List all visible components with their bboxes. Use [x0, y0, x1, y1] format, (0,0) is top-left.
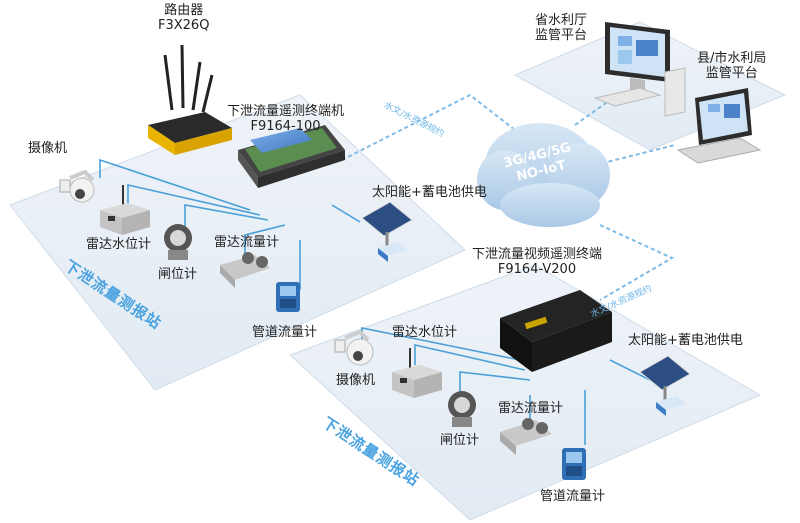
terminal1-label: 下泄流量遥测终端机 F9164-100 [227, 104, 345, 135]
station1-radar-flow-label: 雷达流量计 [214, 235, 280, 250]
gate2 [448, 391, 476, 427]
router-name: 路由器 [164, 3, 204, 18]
province-platform-line2: 监管平台 [535, 27, 588, 43]
station2-camera-label: 摄像机 [336, 373, 376, 388]
radar-flow1 [220, 252, 270, 288]
desktop-computer [593, 22, 686, 117]
station2-pipe-label: 管道流量计 [540, 489, 606, 504]
laptop [676, 88, 762, 164]
station2-radar-flow-label: 雷达流量计 [498, 401, 564, 416]
county-platform-line2: 监管平台 [705, 65, 758, 81]
link-terminal1-cloud [341, 93, 516, 161]
station2-radar-level-label: 雷达水位计 [392, 325, 458, 340]
camera2 [334, 329, 374, 366]
station1-solar-label: 太阳能+蓄电池供电 [372, 185, 487, 200]
radar-level1 [100, 185, 150, 235]
router-model: F3X26Q [158, 17, 210, 33]
station1-pipe-label: 管道流量计 [252, 325, 318, 340]
terminal1-model: F9164-100 [250, 118, 321, 134]
link-cloud-terminal2 [599, 224, 675, 301]
terminal2-name: 下泄流量视频遥测终端 [472, 247, 603, 262]
router-device [148, 44, 232, 155]
station1-radar-level-label: 雷达水位计 [86, 237, 152, 252]
solar1 [361, 201, 413, 262]
station1-gate-label: 闸位计 [158, 267, 198, 282]
gate1 [164, 224, 192, 260]
terminal1-device [238, 125, 345, 188]
network-cloud [477, 123, 610, 227]
router-label: 路由器 F3X26Q [158, 3, 210, 34]
radar-flow2 [500, 418, 552, 455]
radar-level2 [392, 348, 442, 398]
county-platform-label: 县/市水利局 监管平台 [697, 51, 767, 82]
pipe-flow2 [562, 448, 586, 480]
station1-camera-label: 摄像机 [28, 141, 68, 156]
pipe-flow1 [276, 282, 300, 312]
station2-solar-label: 太阳能+蓄电池供电 [628, 333, 743, 348]
terminal2-model: F9164-V200 [497, 261, 577, 277]
terminal2-device [500, 290, 612, 372]
terminal1-name: 下泄流量遥测终端机 [227, 104, 345, 119]
camera1 [59, 169, 95, 203]
province-platform-line1: 省水利厅 [535, 13, 588, 28]
county-platform-line1: 县/市水利局 [697, 51, 767, 66]
station2-platform [289, 264, 762, 521]
station1-wiring [99, 158, 361, 290]
terminal2-label: 下泄流量视频遥测终端 F9164-V200 [472, 247, 603, 278]
province-platform-label: 省水利厅 监管平台 [535, 13, 588, 44]
station2-gate-label: 闸位计 [440, 433, 480, 448]
solar2 [639, 355, 691, 416]
